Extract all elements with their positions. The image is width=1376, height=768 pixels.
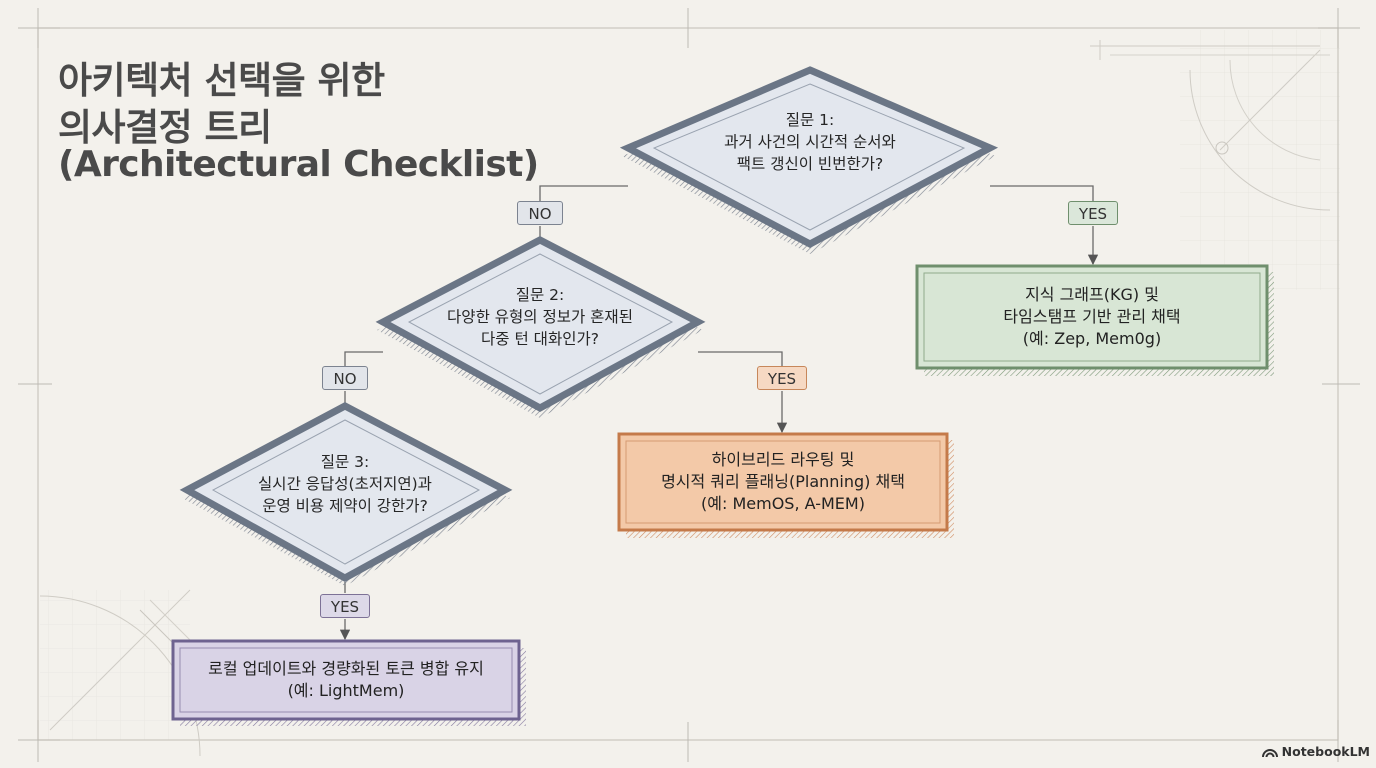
branch-q1-yes-badge: YES [1068, 201, 1118, 225]
result-hybrid-line-3: (예: MemOS, A-MEM) [701, 494, 865, 513]
result-hybrid-line-1: 하이브리드 라우팅 및 [711, 450, 855, 469]
hybrid-box-outer [617, 432, 949, 532]
brand-name: NotebookLM [1281, 744, 1370, 759]
notebooklm-brand: NotebookLM [1261, 744, 1370, 759]
question-3-label: 질문 3: [320, 453, 370, 471]
question-1-line-1: 과거 사건의 시간적 순서와 [724, 133, 896, 151]
kg-box-outer [915, 264, 1269, 370]
branch-q3-yes-badge: YES [320, 594, 370, 618]
question-1-diamond [619, 66, 999, 254]
question-3-diamond [179, 402, 513, 586]
result-kg-line-3: (예: Zep, Mem0g) [1022, 329, 1162, 348]
local-box-inner [179, 647, 513, 713]
result-kg-box: 지식 그래프(KG) 및 타임스탬프 기반 관리 채택 (예: Zep, Mem… [917, 266, 1267, 368]
result-kg-line-2: 타임스탬프 기반 관리 채택 [1003, 307, 1181, 326]
question-3-line-2: 운영 비용 제약이 강한가? [262, 497, 428, 515]
page-title-line-3: (Architectural Checklist) [58, 144, 539, 185]
question-2-diamond [375, 236, 706, 418]
result-local-box: 로컬 업데이트와 경량화된 토큰 병합 유지 (예: LightMem) [173, 641, 519, 719]
page-title-line-1: 아키텍처 선택을 위한 [58, 59, 385, 102]
hybrid-box-inner [625, 440, 941, 524]
question-3-text: 질문 3: 실시간 응답성(초저지연)과 운영 비용 제약이 강한가? [195, 451, 495, 517]
question-2-line-1: 다양한 유형의 정보가 혼재된 [447, 308, 633, 326]
result-kg-line-1: 지식 그래프(KG) 및 [1025, 285, 1159, 304]
question-1-label: 질문 1: [785, 111, 835, 129]
result-hybrid-line-2: 명시적 쿼리 플래닝(Planning) 채택 [661, 472, 905, 491]
connectors [339, 185, 1099, 641]
kg-box-inner [923, 272, 1261, 362]
branch-q2-yes-badge: YES [757, 366, 807, 390]
page-title-line-2: 의사결정 트리 [58, 106, 272, 149]
corner-grid [1180, 30, 1340, 290]
result-local-line-2: (예: LightMem) [287, 681, 405, 700]
notebooklm-logo-icon [1261, 748, 1278, 757]
question-2-line-2: 다중 턴 대화인가? [481, 330, 599, 348]
question-2-text: 질문 2: 다양한 유형의 정보가 혼재된 다중 턴 대화인가? [390, 284, 690, 350]
question-3-line-1: 실시간 응답성(초저지연)과 [258, 475, 432, 493]
local-box-outer [171, 639, 521, 721]
question-2-label: 질문 2: [515, 286, 565, 304]
result-local-line-1: 로컬 업데이트와 경량화된 토큰 병합 유지 [208, 659, 484, 678]
question-1-text: 질문 1: 과거 사건의 시간적 순서와 팩트 갱신이 빈번한가? [660, 109, 960, 175]
branch-q1-no-badge: NO [517, 201, 563, 225]
branch-q2-no-badge: NO [322, 366, 368, 390]
result-hybrid-box: 하이브리드 라우팅 및 명시적 쿼리 플래닝(Planning) 채택 (예: … [619, 434, 947, 530]
question-1-line-2: 팩트 갱신이 빈번한가? [736, 155, 884, 173]
